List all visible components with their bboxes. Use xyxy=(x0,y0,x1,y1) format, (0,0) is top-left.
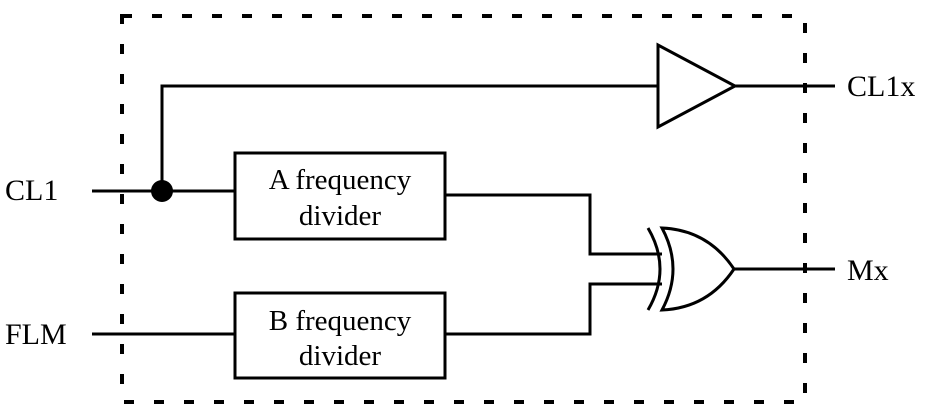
a-frequency-divider-box xyxy=(233,151,447,241)
cl1x-output-label: CL1x xyxy=(847,70,915,103)
a-divider-label-line2: divider xyxy=(299,200,381,232)
junction-dot-icon xyxy=(151,180,173,202)
a-divider-label-line1: A frequency xyxy=(269,164,412,196)
module-boundary xyxy=(120,14,807,404)
xor-gate-icon xyxy=(646,226,736,312)
b-divider-label-line1: B frequency xyxy=(269,305,412,337)
cl1-branch-wire xyxy=(160,84,658,191)
mx-output-label: Mx xyxy=(847,254,889,287)
b-divider-output-wire xyxy=(445,282,662,336)
flm-input-label: FLM xyxy=(5,318,67,351)
a-divider-output-wire xyxy=(445,193,662,256)
buffer-triangle-icon xyxy=(656,42,739,130)
cl1-input-label: CL1 xyxy=(5,174,58,207)
b-divider-label-line2: divider xyxy=(299,340,381,372)
